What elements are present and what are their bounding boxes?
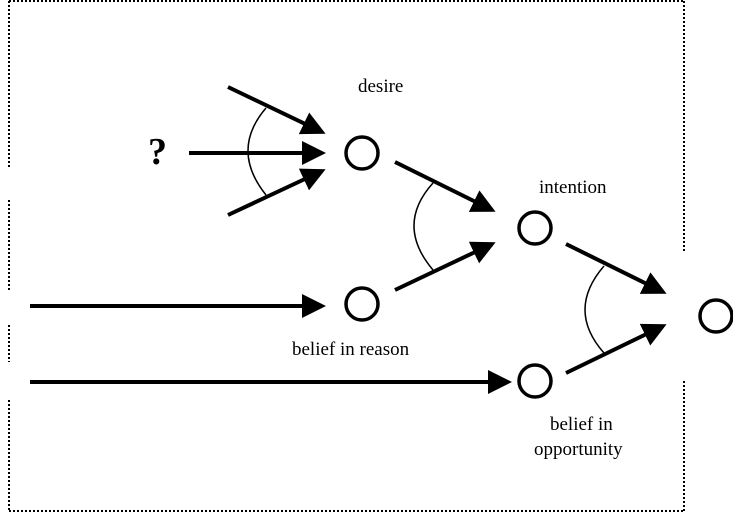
node-action (698, 298, 733, 334)
edge-belief-opportunity-to-action (565, 323, 667, 375)
label-desire: desire (358, 76, 403, 97)
edge-intention-to-action (565, 242, 667, 294)
edge-lower-to-desire (227, 168, 326, 217)
conjunction-arc-action (584, 265, 605, 354)
conjunction-arc-desire (247, 107, 267, 196)
label-intention: intention (539, 177, 607, 198)
unknown-source-label: ? (148, 131, 167, 173)
conjunction-arc-intention (413, 182, 434, 271)
edge-desire-to-intention (394, 160, 496, 212)
edge-upper-to-desire (227, 85, 326, 135)
label-belief-reason: belief in reason (292, 339, 410, 360)
label-belief-opportunity-line1: belief in (550, 414, 613, 435)
edge-belief-reason-to-intention (394, 241, 496, 292)
node-intention (517, 210, 553, 246)
dotted-boundary (8, 0, 685, 512)
node-belief-opportunity (517, 363, 553, 399)
node-belief-reason (344, 286, 380, 322)
node-desire (344, 135, 380, 171)
label-belief-opportunity-line2: opportunity (534, 439, 623, 460)
